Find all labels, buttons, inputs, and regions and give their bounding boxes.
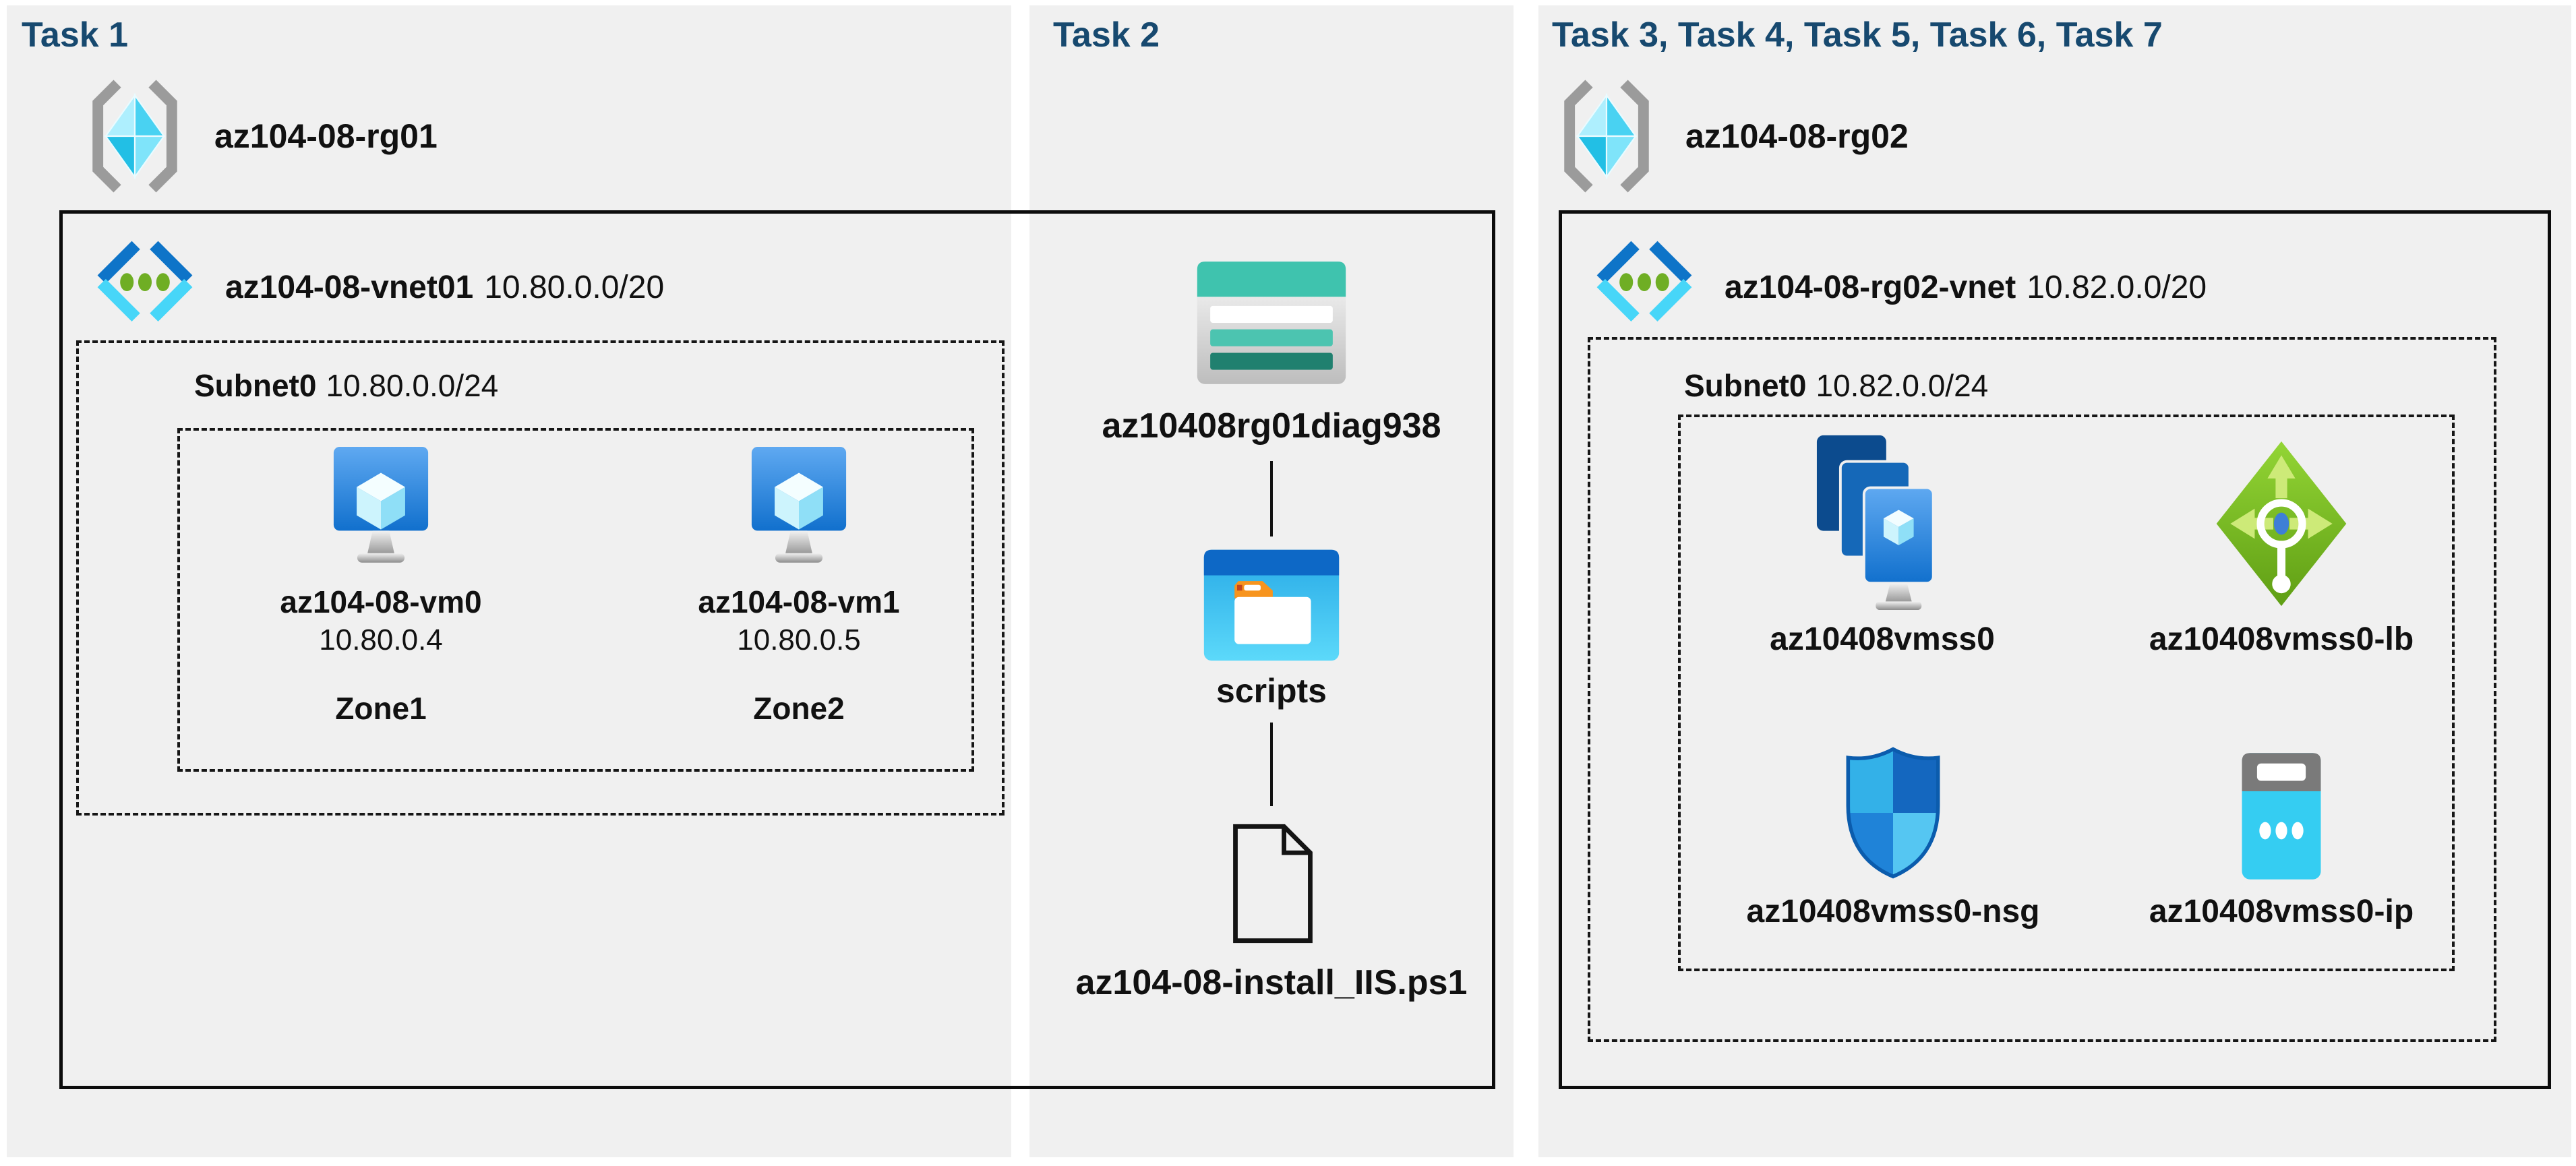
- resource-group-icon: [1556, 75, 1657, 200]
- vnet-cidr: 10.80.0.0/20: [484, 270, 665, 305]
- resource-group-name: az104-08-rg01: [214, 117, 438, 155]
- task2-heading: Task 2: [1053, 16, 1160, 55]
- vmss-boundary: [1678, 415, 2455, 971]
- vm-name: az104-08-vm1: [698, 584, 900, 619]
- load-balancer-icon: [2210, 430, 2353, 611]
- subnet-label: Subnet0 10.82.0.0/24: [1684, 367, 1988, 404]
- vm-ip: 10.80.0.4: [319, 623, 443, 656]
- subnet-label: Subnet0 10.80.0.0/24: [194, 367, 498, 404]
- storage-account-icon: [1193, 257, 1350, 392]
- subnet-boundary: [1588, 337, 2496, 1042]
- script-file-icon: [1224, 821, 1322, 950]
- vmss-icon: [1809, 430, 1956, 611]
- subnet-name: Subnet0: [1684, 368, 1807, 403]
- blob-container-icon: [1201, 547, 1342, 667]
- container-name: scripts: [1216, 672, 1327, 710]
- vm-zone: Zone2: [753, 691, 845, 726]
- storage-account-name: az10408rg01diag938: [1102, 406, 1441, 446]
- virtual-machine-icon: [320, 442, 442, 570]
- virtual-network-icon: [89, 236, 201, 334]
- task3-heading: Task 3, Task 4, Task 5, Task 6, Task 7: [1552, 16, 2163, 55]
- vnet-name: az104-08-vnet01: [225, 270, 474, 305]
- subnet-boundary: [76, 340, 1005, 816]
- resource-group-icon: [84, 75, 185, 200]
- nsg-icon: [1837, 740, 1949, 883]
- vnet-boundary: [59, 210, 1495, 1089]
- vm-item: az104-08-vm1 10.80.0.5 Zone2: [651, 442, 947, 727]
- resource-item: az10408vmss0-nsg: [1704, 740, 2082, 931]
- resource-item: az10408vmss0: [1694, 430, 2071, 659]
- panel-task1: [7, 5, 1011, 1157]
- vnet-label: az104-08-vnet01 10.80.0.0/20: [225, 268, 664, 307]
- connector-line: [1270, 723, 1273, 806]
- resource-name: az10408vmss0-ip: [2149, 894, 2414, 929]
- connector-line: [1270, 461, 1273, 536]
- task1-heading: Task 1: [22, 16, 129, 55]
- vnet-boundary: [1559, 210, 2551, 1089]
- zones-boundary: [177, 428, 974, 772]
- resource-group-name: az104-08-rg02: [1685, 117, 1909, 155]
- resource-name: az10408vmss0: [1770, 621, 1995, 657]
- subnet-name: Subnet0: [194, 368, 317, 403]
- vnet-cidr: 10.82.0.0/20: [2027, 270, 2207, 305]
- resource-item: az10408vmss0-ip: [2093, 740, 2470, 931]
- subnet-cidr: 10.82.0.0/24: [1816, 368, 1989, 403]
- subnet-cidr: 10.80.0.0/24: [326, 368, 499, 403]
- vm-ip: 10.80.0.5: [737, 623, 861, 656]
- resource-name: az10408vmss0-lb: [2149, 621, 2414, 657]
- public-ip-icon: [2223, 740, 2339, 883]
- vm-zone: Zone1: [335, 691, 427, 726]
- resource-item: az10408vmss0-lb: [2093, 430, 2470, 659]
- resource-name: az10408vmss0-nsg: [1746, 894, 2040, 929]
- virtual-network-icon: [1588, 236, 1700, 334]
- vm-item: az104-08-vm0 10.80.0.4 Zone1: [233, 442, 529, 727]
- vnet-label: az104-08-rg02-vnet 10.82.0.0/20: [1725, 268, 2207, 307]
- script-file-name: az104-08-install_IIS.ps1: [1075, 963, 1468, 1002]
- virtual-machine-icon: [738, 442, 860, 570]
- vm-name: az104-08-vm0: [280, 584, 482, 619]
- vnet-name: az104-08-rg02-vnet: [1725, 270, 2016, 305]
- panel-task3: [1538, 5, 2571, 1157]
